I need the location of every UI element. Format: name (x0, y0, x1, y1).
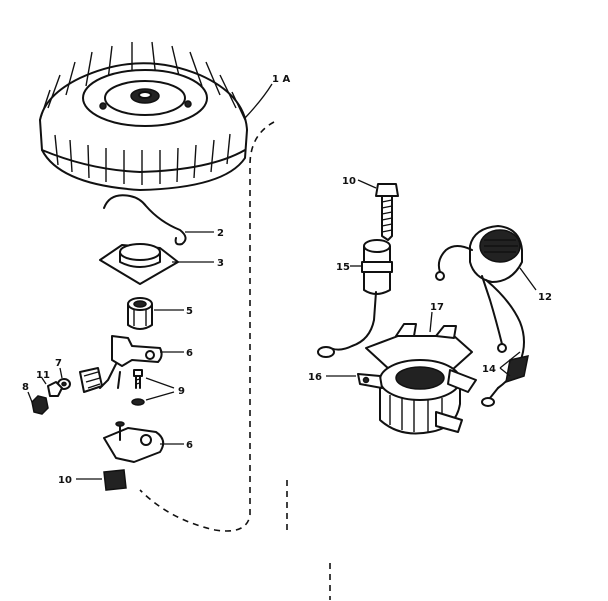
callout-6-lower: 6 (186, 440, 193, 451)
flywheel (39, 41, 273, 191)
ignition-coil (435, 225, 537, 407)
callout-12: 12 (538, 292, 552, 303)
callout-3: 3 (217, 258, 224, 269)
nut-8 (27, 391, 49, 415)
felt-pad (76, 469, 127, 491)
callout-17: 17 (430, 302, 444, 313)
screw-and-washer (131, 369, 175, 406)
callout-7: 7 (55, 358, 62, 369)
coil-housing (326, 311, 477, 435)
callout-6-upper: 6 (186, 348, 193, 359)
callout-10-upper: 10 (342, 176, 356, 187)
callout-11: 11 (36, 370, 50, 381)
cam-bushing (127, 297, 184, 330)
assembly-path-line (139, 121, 275, 532)
breaker-plate-cover (99, 243, 214, 285)
callout-15: 15 (336, 262, 350, 273)
bracket-plate (103, 421, 184, 463)
breaker-arm-assembly (79, 335, 184, 393)
callout-10-lower: 10 (58, 475, 72, 486)
mounting-screw (357, 179, 399, 241)
callout-1a: 1 A (272, 74, 290, 85)
leader-14 (499, 351, 521, 377)
callout-9: 9 (178, 386, 185, 397)
condenser (317, 239, 393, 358)
callout-5: 5 (186, 306, 193, 317)
callout-8: 8 (22, 382, 29, 393)
nut-11 (41, 377, 63, 397)
callout-14: 14 (482, 364, 496, 375)
spring-clip (103, 194, 214, 246)
callout-2: 2 (217, 228, 224, 239)
callout-16: 16 (308, 372, 322, 383)
